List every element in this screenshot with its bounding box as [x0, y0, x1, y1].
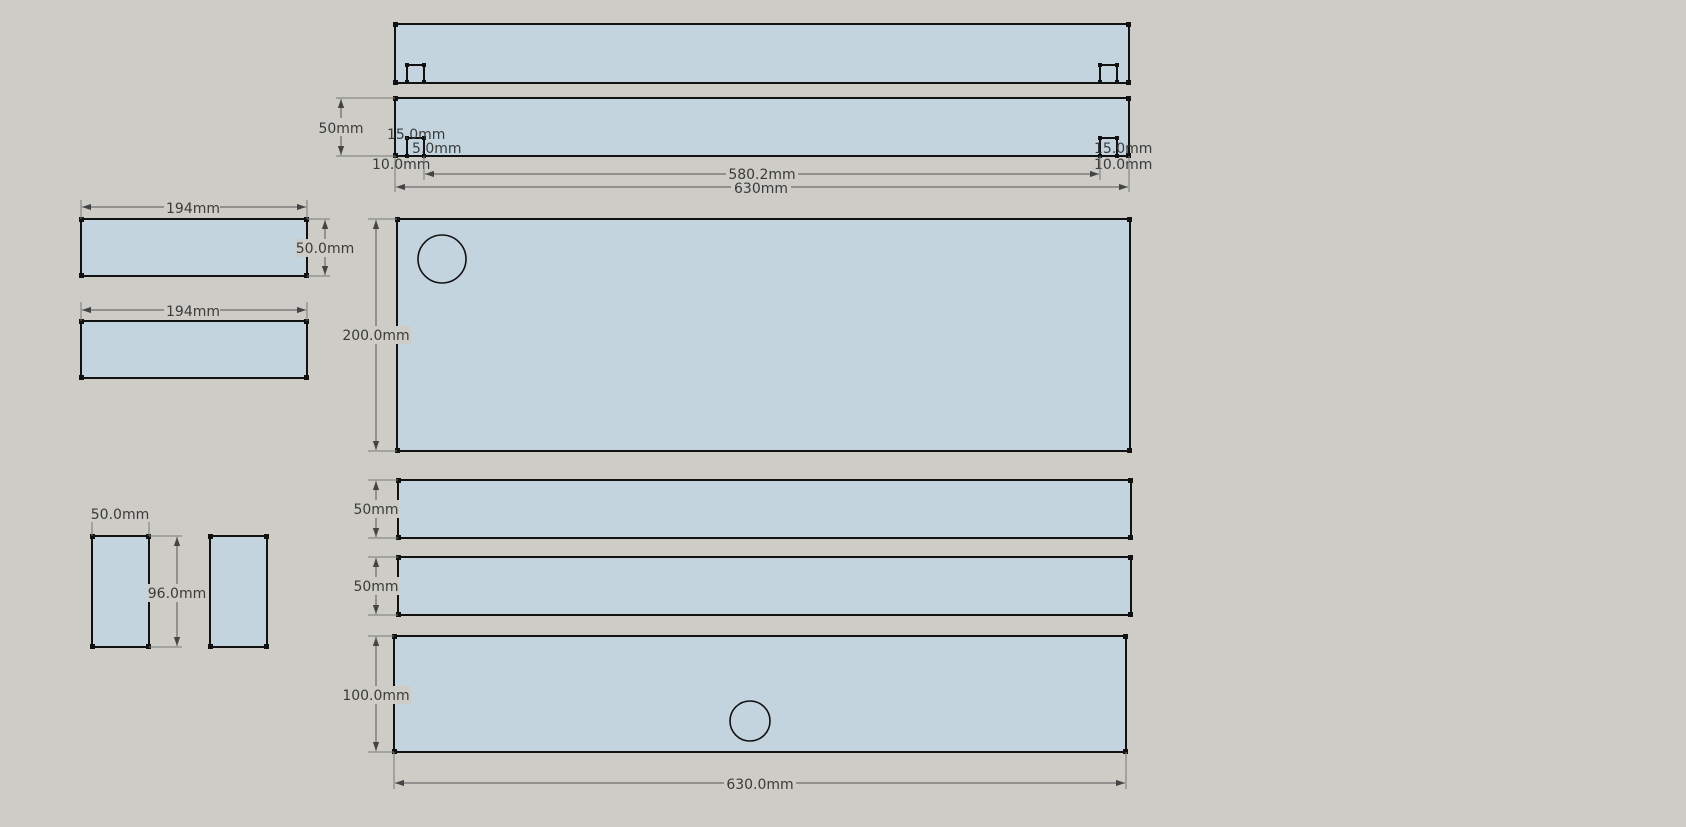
- dim-outer-width: 630mm: [394, 156, 1130, 197]
- side-notched-panel[interactable]: [393, 96, 1131, 158]
- dim-label: 5.0mm: [412, 141, 462, 157]
- dim-inner-width: 580.2mm: [423, 156, 1101, 183]
- dim-label: 630mm: [734, 181, 788, 197]
- dim-label: 50.0mm: [91, 507, 149, 523]
- dim-label: 50mm: [353, 579, 398, 595]
- base-panel[interactable]: [395, 217, 1132, 453]
- dim-post-height: 96.0mm: [148, 535, 206, 648]
- dim-label: 10.0mm: [1094, 157, 1152, 173]
- dim-label: 15.0mm: [387, 127, 445, 143]
- right-notch: [1099, 64, 1118, 83]
- dim-label: 96.0mm: [148, 586, 206, 602]
- dim-label: 50.0mm: [296, 241, 354, 257]
- dim-label: 194mm: [166, 201, 220, 217]
- dim-strip-b-height: 50mm: [353, 556, 399, 616]
- dim-end-a-height: 50.0mm: [296, 218, 356, 277]
- cable-hole: [417, 234, 467, 284]
- dim-post-width: 50.0mm: [90, 505, 150, 536]
- dim-side-panel-height: 50mm: [316, 97, 395, 157]
- dim-back-width: 630.0mm: [393, 752, 1127, 793]
- left-notch: [406, 64, 425, 83]
- strip-panel-b[interactable]: [396, 555, 1133, 617]
- strip-panel-a[interactable]: [396, 478, 1133, 540]
- dim-label: 194mm: [166, 304, 220, 320]
- dim-label: 15.0mm: [1094, 141, 1152, 157]
- left-notch: [406, 137, 425, 156]
- dim-back-height: 100.0mm: [342, 635, 411, 753]
- dim-label: 10.0mm: [372, 157, 430, 173]
- vertex-markers: [393, 22, 1131, 85]
- dim-strip-a-height: 50mm: [353, 479, 399, 539]
- top-notched-panel[interactable]: [393, 22, 1131, 85]
- dim-label: 100.0mm: [342, 688, 409, 704]
- end-panel-a[interactable]: [79, 217, 309, 278]
- post-a[interactable]: [90, 534, 151, 649]
- dim-end-a-width: 194mm: [80, 199, 308, 219]
- right-notch: [1099, 137, 1118, 156]
- dim-label: 630.0mm: [726, 777, 793, 793]
- dim-end-b-width: 194mm: [80, 302, 308, 321]
- end-panel-b[interactable]: [79, 319, 309, 380]
- dim-base-height: 200.0mm: [342, 218, 411, 452]
- dim-label: 200.0mm: [342, 328, 409, 344]
- dim-label: 50mm: [353, 502, 398, 518]
- dim-label: 50mm: [318, 121, 363, 137]
- post-b[interactable]: [208, 534, 269, 649]
- cable-hole: [729, 700, 771, 742]
- back-panel[interactable]: [392, 634, 1128, 754]
